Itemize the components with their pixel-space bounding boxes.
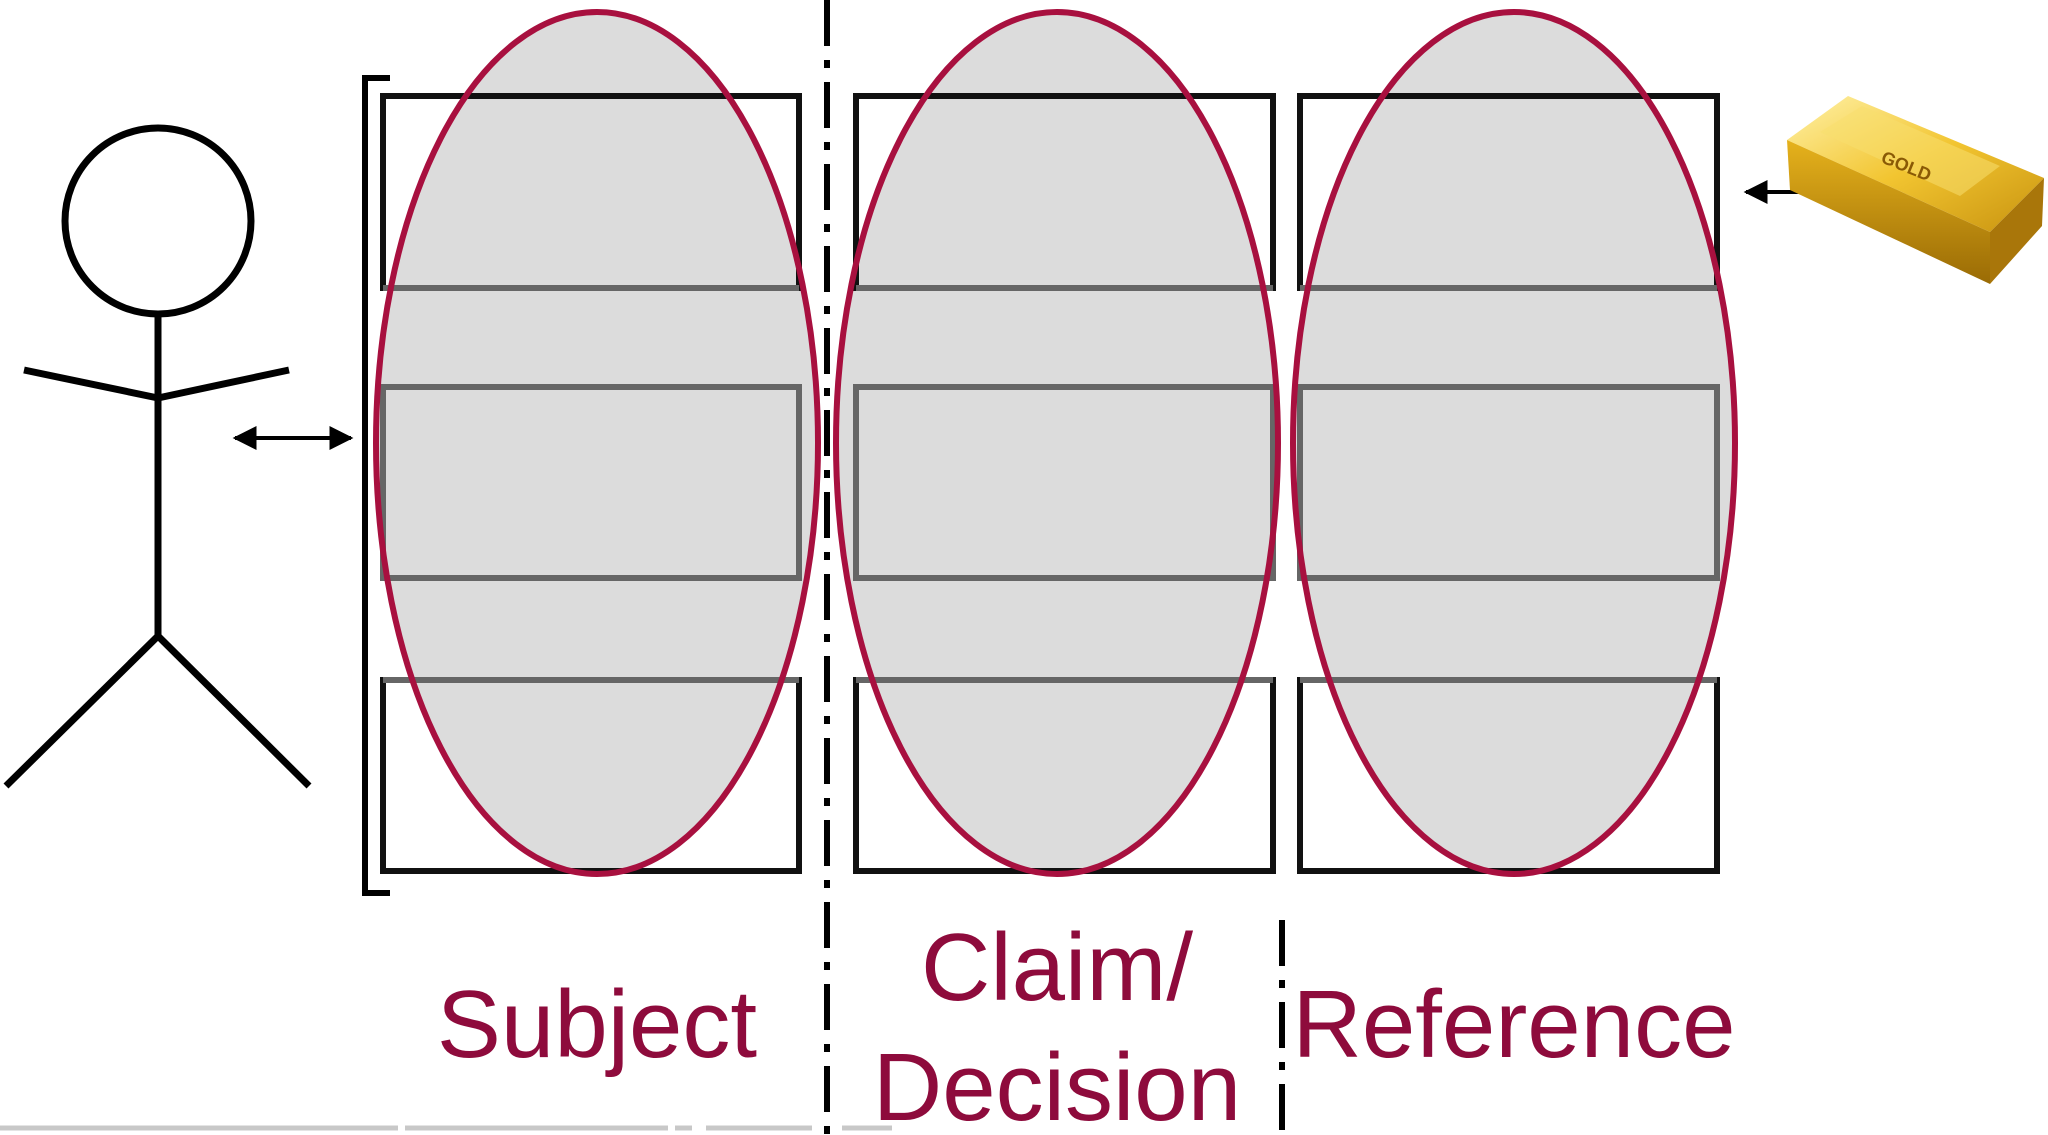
claim-ellipse	[836, 12, 1278, 874]
reference-box-middle	[1297, 384, 1720, 581]
stick-figure-icon	[3, 124, 312, 789]
reference-label: Reference	[1293, 971, 1736, 1078]
subject-label: Subject	[437, 971, 757, 1078]
claim-column	[833, 9, 1281, 877]
reference-column	[1290, 9, 1738, 877]
subject-ellipse	[376, 12, 818, 874]
gold-bar-icon: GOLD	[1787, 96, 2044, 284]
reference-ellipse	[1293, 12, 1735, 874]
subject-column	[373, 9, 821, 877]
subject-box-middle	[380, 384, 802, 581]
claim-label-line1: Claim/	[921, 914, 1193, 1021]
claim-label-line2: Decision	[873, 1034, 1241, 1135]
system-bracket	[362, 75, 390, 896]
claim-box-middle	[853, 384, 1276, 581]
